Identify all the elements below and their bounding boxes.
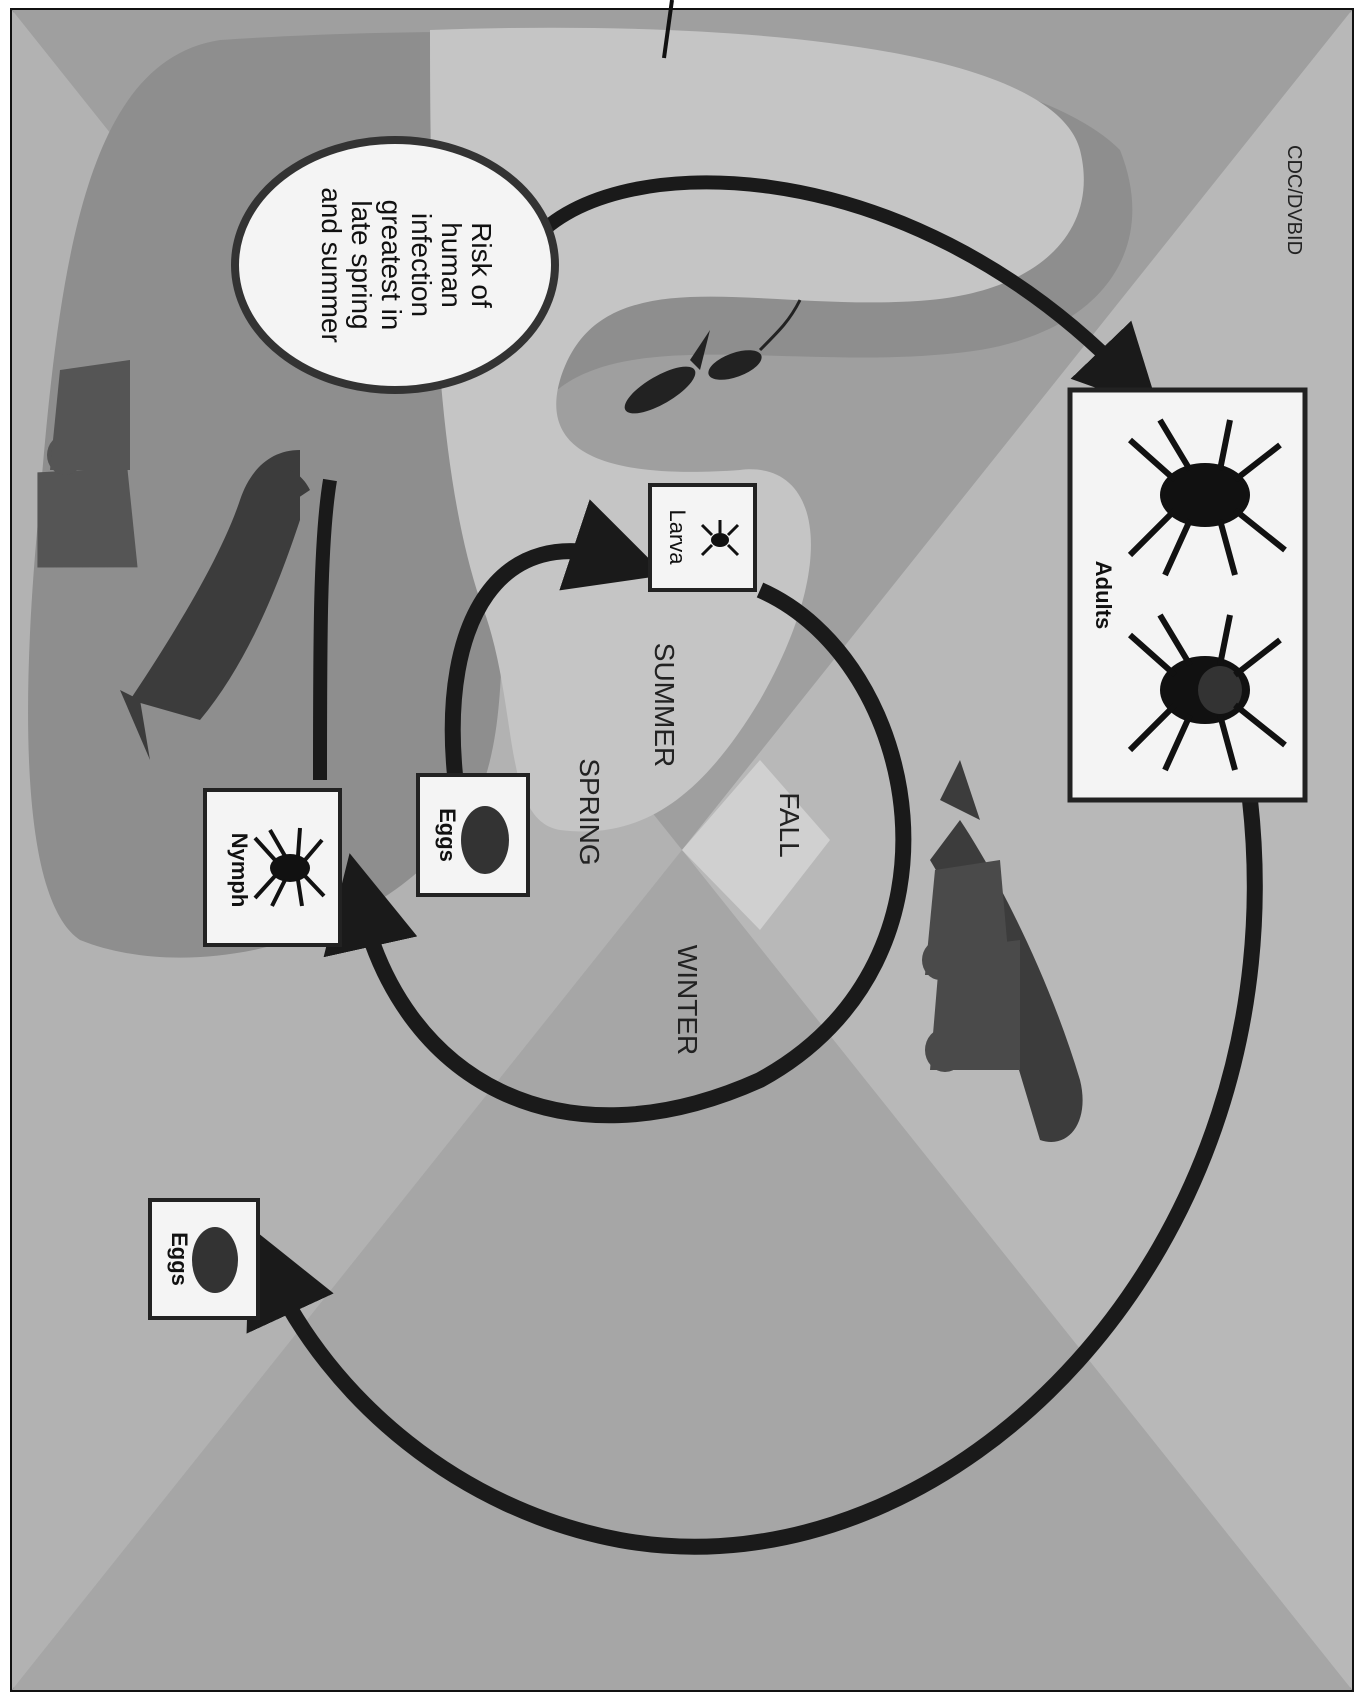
arrow-nymph-to-adults [524,175,1160,411]
deer-icon [120,450,310,760]
risk-text-group: Risk of human infection greatest in late… [316,187,497,343]
season-label-winter: WINTER [672,945,703,1055]
people-icon [922,860,1020,1072]
stage-box-adults: Adults [1067,387,1308,803]
stage-box-eggs-next: Eggs [148,1198,260,1320]
people-icon [37,360,138,568]
stage-box-nymph: Nymph [203,788,342,947]
stage-label-larva: Larva [665,509,690,565]
top-edge-mark [662,0,674,59]
tick-icon [1127,613,1287,772]
season-label-spring: SPRING [574,758,605,865]
bird-icon [624,330,710,414]
egg-cluster-icon [192,1227,238,1293]
risk-line-5: late spring [346,200,377,329]
tick-icon [1127,418,1287,577]
arrow-larva-to-nymph [323,582,912,1124]
arrow-nymph-segment [313,478,337,781]
risk-line-3: infection [406,213,437,317]
mouse-icon [708,299,802,380]
center-diamond [682,760,830,930]
risk-oval [231,136,559,394]
stage-box-eggs-spring: Eggs [416,773,530,897]
arrow-eggs-to-larva [444,499,666,776]
risk-line-6: and summer [316,187,347,343]
stage-label-nymph: Nymph [227,833,252,908]
risk-line-4: greatest in [376,200,407,331]
risk-line-1: Risk of [466,222,497,308]
risk-line-2: human [436,222,467,308]
wedge-bottom [12,850,1352,1690]
stage-box-larva: Larva [648,483,757,592]
tick-icon [253,827,326,907]
stage-label-adults: Adults [1091,561,1116,629]
season-label-fall: FALL [774,792,805,857]
egg-cluster-icon [461,806,509,874]
stage-label-eggs-next: Eggs [167,1232,192,1286]
stage-label-eggs-spring: Eggs [435,808,460,862]
arrow-adults-to-eggs [246,799,1263,1555]
season-label-summer: SUMMER [649,643,680,767]
tick-icon [700,520,740,557]
credit-label: CDC/DVBID [1283,145,1305,255]
